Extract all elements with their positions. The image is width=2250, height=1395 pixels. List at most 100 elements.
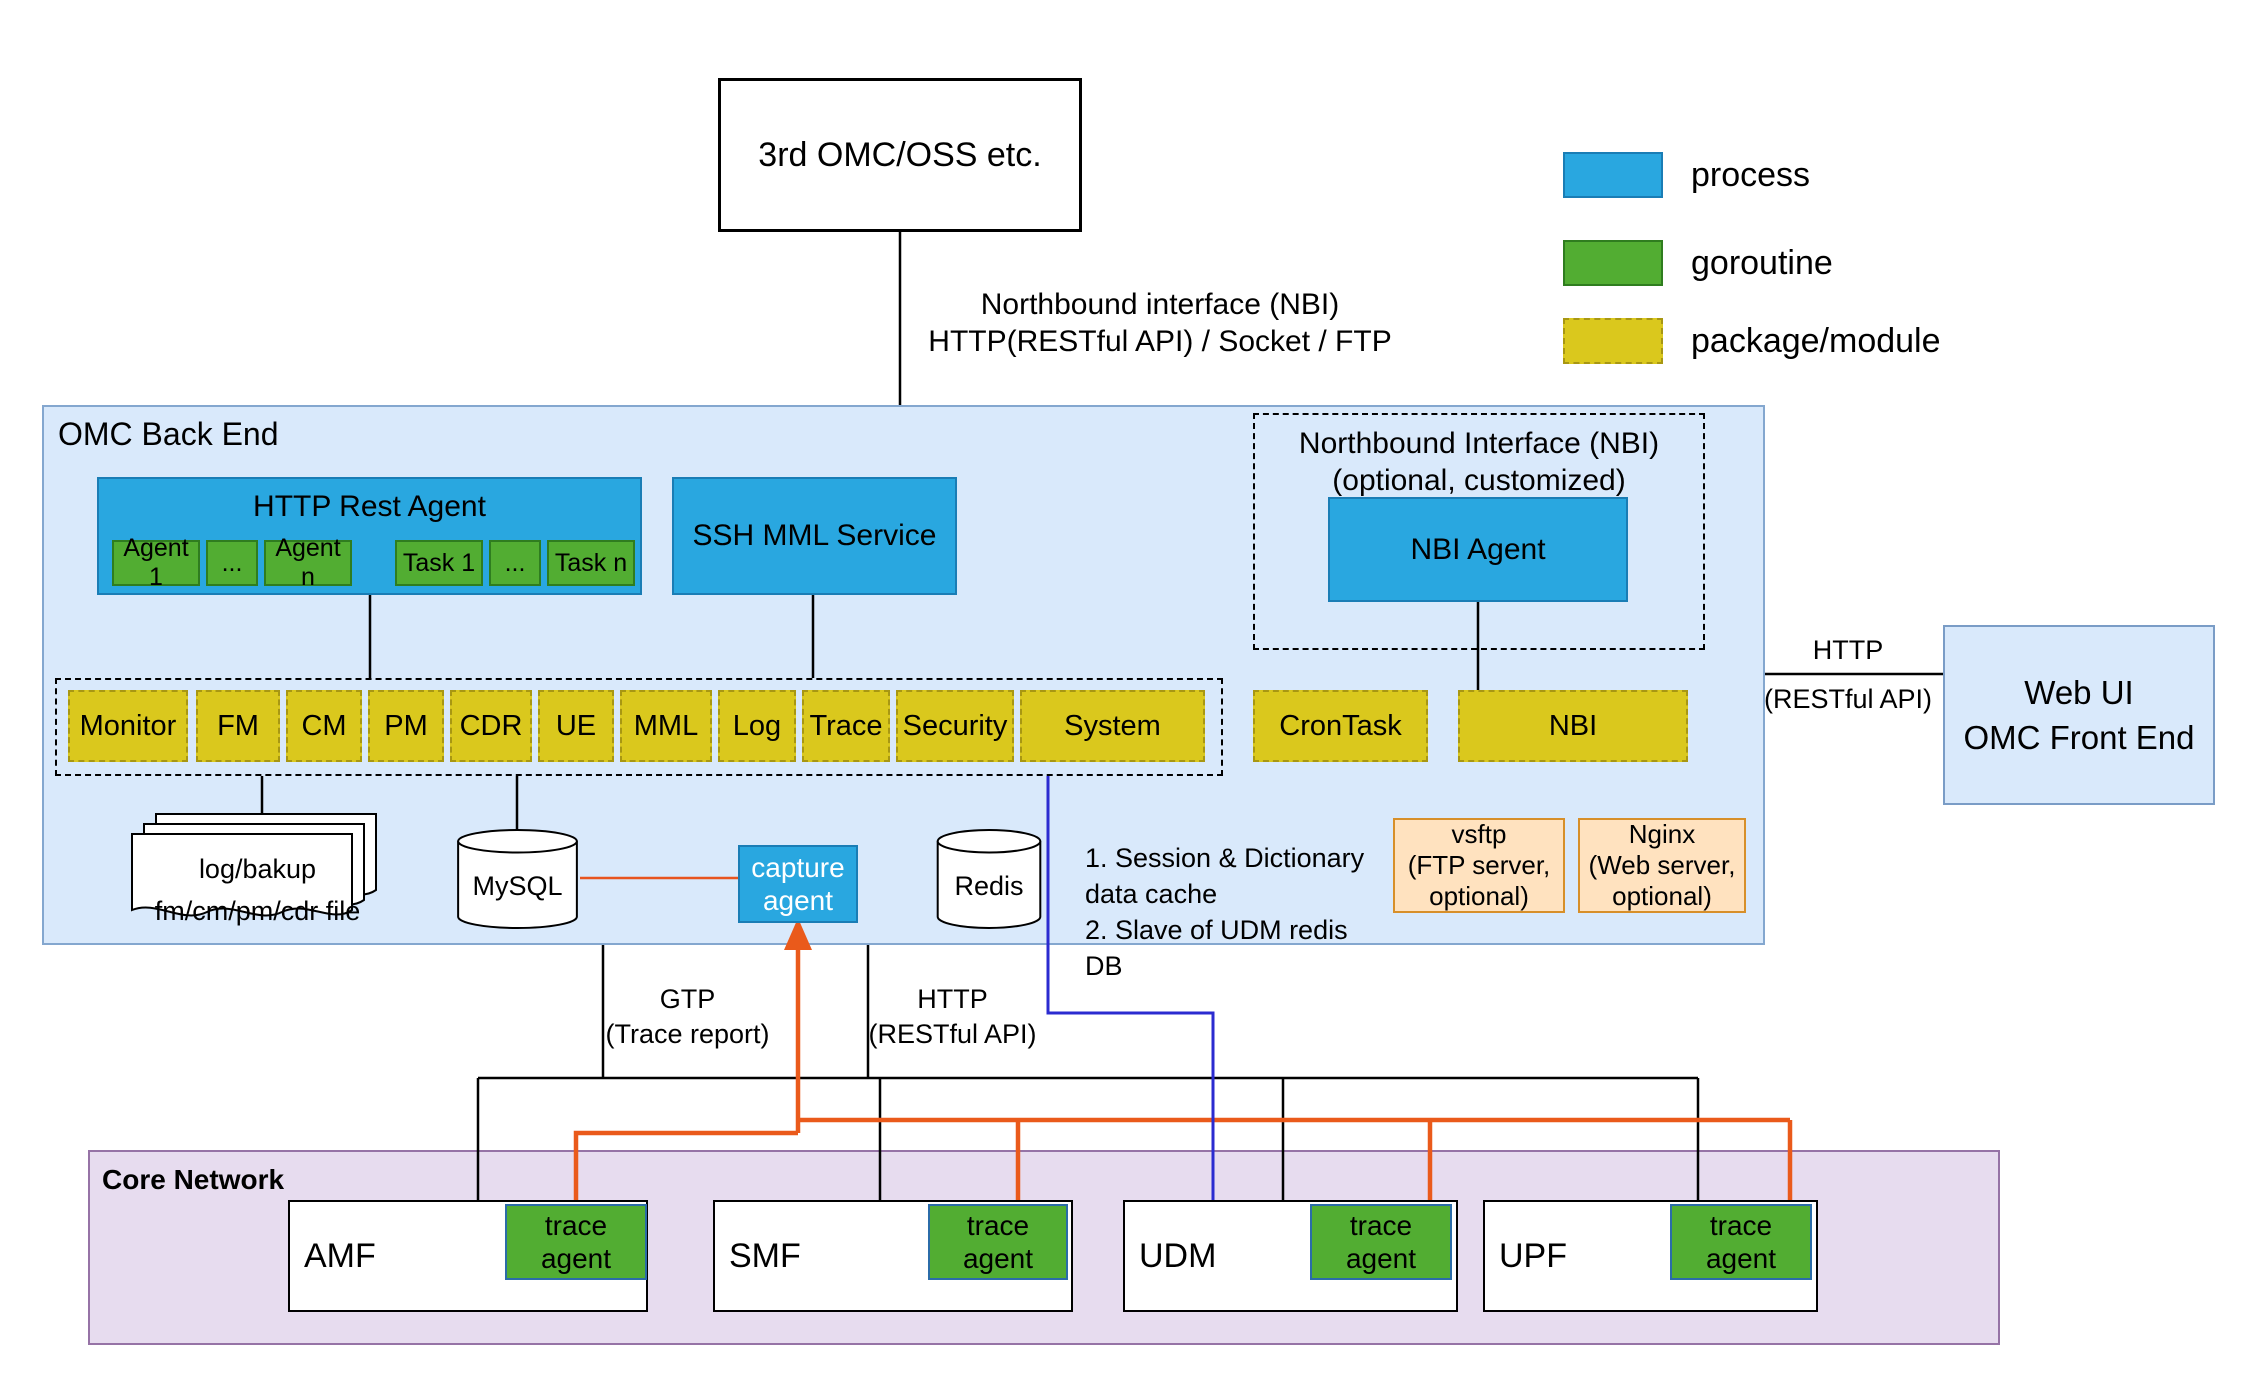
nbi-optional-title-line1: Northbound Interface (NBI)	[1298, 427, 1660, 460]
task-ellipsis-label: ...	[504, 548, 526, 577]
capture-agent-label: capture agent	[751, 852, 845, 916]
redis-db: Redis	[935, 828, 1043, 930]
vsftp-label-line2: (FTP server,	[1407, 850, 1551, 880]
nginx-label-line1: Nginx	[1628, 819, 1696, 849]
legend-item-process: process	[1563, 152, 1810, 198]
agent-1-label: Agent 1	[123, 534, 189, 591]
web-ui-label-line2: OMC Front End	[1963, 719, 2195, 756]
vsftp-label-line3: optional)	[1429, 881, 1529, 911]
legend-item-goroutine: goroutine	[1563, 240, 1833, 286]
http-core-label-line1: HTTP	[917, 984, 988, 1014]
module-system-label: System	[1064, 709, 1161, 742]
redis-note-line1: 1. Session & Dictionary	[1085, 843, 1365, 873]
omc-backend-title: OMC Back End	[58, 416, 279, 452]
nf-smf-label: SMF	[729, 1236, 801, 1275]
module-cdr: CDR	[450, 690, 532, 762]
capture-agent-box: capture agent	[738, 845, 858, 923]
module-security: Security	[896, 690, 1014, 762]
agent-1-box: Agent 1	[112, 534, 200, 591]
trace-agent-amf-label: trace agent	[540, 1210, 612, 1274]
modules-container	[55, 678, 1223, 776]
nf-upf-label: UPF	[1499, 1236, 1567, 1275]
third-party-omc-box: 3rd OMC/OSS etc.	[718, 78, 1082, 232]
log-file-label-line1: log/bakup	[198, 854, 317, 884]
http-core-label: HTTP (RESTful API)	[860, 982, 1045, 1052]
trace-agent-udm-label: trace agent	[1345, 1210, 1417, 1274]
module-nbi-label: NBI	[1548, 709, 1598, 742]
mysql-db: MySQL	[455, 828, 580, 930]
mysql-label: MySQL	[472, 870, 563, 901]
module-trace-label: Trace	[809, 709, 883, 742]
vsftp-label-line1: vsftp	[1451, 819, 1507, 849]
trace-agent-smf-label: trace agent	[962, 1210, 1034, 1274]
redis-label: Redis	[954, 870, 1024, 901]
module-ue: UE	[538, 690, 614, 762]
nginx-label-line3: optional)	[1612, 881, 1712, 911]
trace-agent-smf: trace agent	[928, 1204, 1068, 1280]
goroutine-swatch-icon	[1563, 240, 1663, 286]
legend-process-label: process	[1691, 155, 1811, 194]
trace-agent-upf-label: trace agent	[1705, 1210, 1777, 1274]
nginx-box: Nginx (Web server, optional)	[1578, 818, 1746, 913]
nf-udm-label: UDM	[1139, 1236, 1217, 1275]
vsftp-box: vsftp (FTP server, optional)	[1393, 818, 1565, 913]
task-n-box: Task n	[547, 540, 635, 586]
agent-ellipsis-box: ...	[206, 540, 258, 586]
task-ellipsis-box: ...	[489, 540, 541, 586]
agent-ellipsis-label: ...	[221, 548, 243, 577]
nbi-interface-label-line2: HTTP(RESTful API) / Socket / FTP	[928, 325, 1392, 358]
nbi-agent-label: NBI Agent	[1410, 532, 1546, 566]
redis-note-line2: data cache	[1085, 879, 1218, 909]
redis-note-line3: 2. Slave of UDM redis DB	[1085, 915, 1348, 981]
agent-n-label: Agent n	[275, 534, 341, 591]
trace-agent-amf: trace agent	[505, 1204, 647, 1280]
log-file-label-line2: fm/cm/pm/cdr file	[154, 896, 361, 926]
package-swatch-icon	[1563, 318, 1663, 364]
process-swatch-icon	[1563, 152, 1663, 198]
trace-agent-udm: trace agent	[1310, 1204, 1452, 1280]
web-ui-box: Web UI OMC Front End	[1943, 625, 2215, 805]
nf-amf-label: AMF	[304, 1236, 376, 1275]
module-mml: MML	[620, 690, 712, 762]
module-cm-label: CM	[301, 709, 347, 742]
module-nbi: NBI	[1458, 690, 1688, 762]
module-cdr-label: CDR	[459, 709, 523, 742]
gtp-label-line2: (Trace report)	[605, 1019, 770, 1049]
module-fm-label: FM	[217, 709, 259, 742]
module-log: Log	[718, 690, 796, 762]
module-log-label: Log	[732, 709, 782, 742]
nbi-agent-box: NBI Agent	[1328, 497, 1628, 602]
module-security-label: Security	[902, 709, 1008, 742]
web-ui-label-line1: Web UI	[2024, 674, 2134, 711]
ssh-mml-service-label: SSH MML Service	[692, 519, 937, 552]
database-cylinder-icon	[935, 828, 1043, 930]
redis-notes: 1. Session & Dictionary data cache 2. Sl…	[1085, 840, 1385, 984]
core-network-title: Core Network	[102, 1164, 285, 1195]
nbi-interface-label-line1: Northbound interface (NBI)	[980, 288, 1340, 321]
module-system: System	[1020, 690, 1205, 762]
module-trace: Trace	[802, 690, 890, 762]
http-core-label-line2: (RESTful API)	[868, 1019, 1037, 1049]
database-cylinder-icon	[455, 828, 580, 930]
module-mml-label: MML	[633, 709, 699, 742]
module-crontask-label: CronTask	[1279, 709, 1402, 742]
module-ue-label: UE	[555, 709, 597, 742]
log-file-label: log/bakup fm/cm/pm/cdr file	[130, 848, 385, 932]
gtp-label: GTP (Trace report)	[595, 982, 780, 1052]
nbi-optional-container: Northbound Interface (NBI) (optional, cu…	[1253, 413, 1705, 650]
http-rest-agent-title: HTTP Rest Agent	[253, 490, 486, 523]
module-pm: PM	[368, 690, 444, 762]
module-monitor: Monitor	[68, 690, 188, 762]
module-fm: FM	[196, 690, 280, 762]
task-n-label: Task n	[554, 548, 628, 577]
http-webui-label-line1: HTTP	[1812, 635, 1884, 665]
legend-package-label: package/module	[1691, 321, 1941, 360]
task-1-box: Task 1	[395, 540, 483, 586]
gtp-label-line1: GTP	[659, 984, 716, 1014]
log-file-stack: log/bakup fm/cm/pm/cdr file	[130, 812, 385, 937]
module-monitor-label: Monitor	[79, 709, 177, 742]
trace-agent-upf: trace agent	[1670, 1204, 1812, 1280]
document-stack-icon	[131, 813, 377, 917]
task-1-label: Task 1	[402, 548, 476, 577]
